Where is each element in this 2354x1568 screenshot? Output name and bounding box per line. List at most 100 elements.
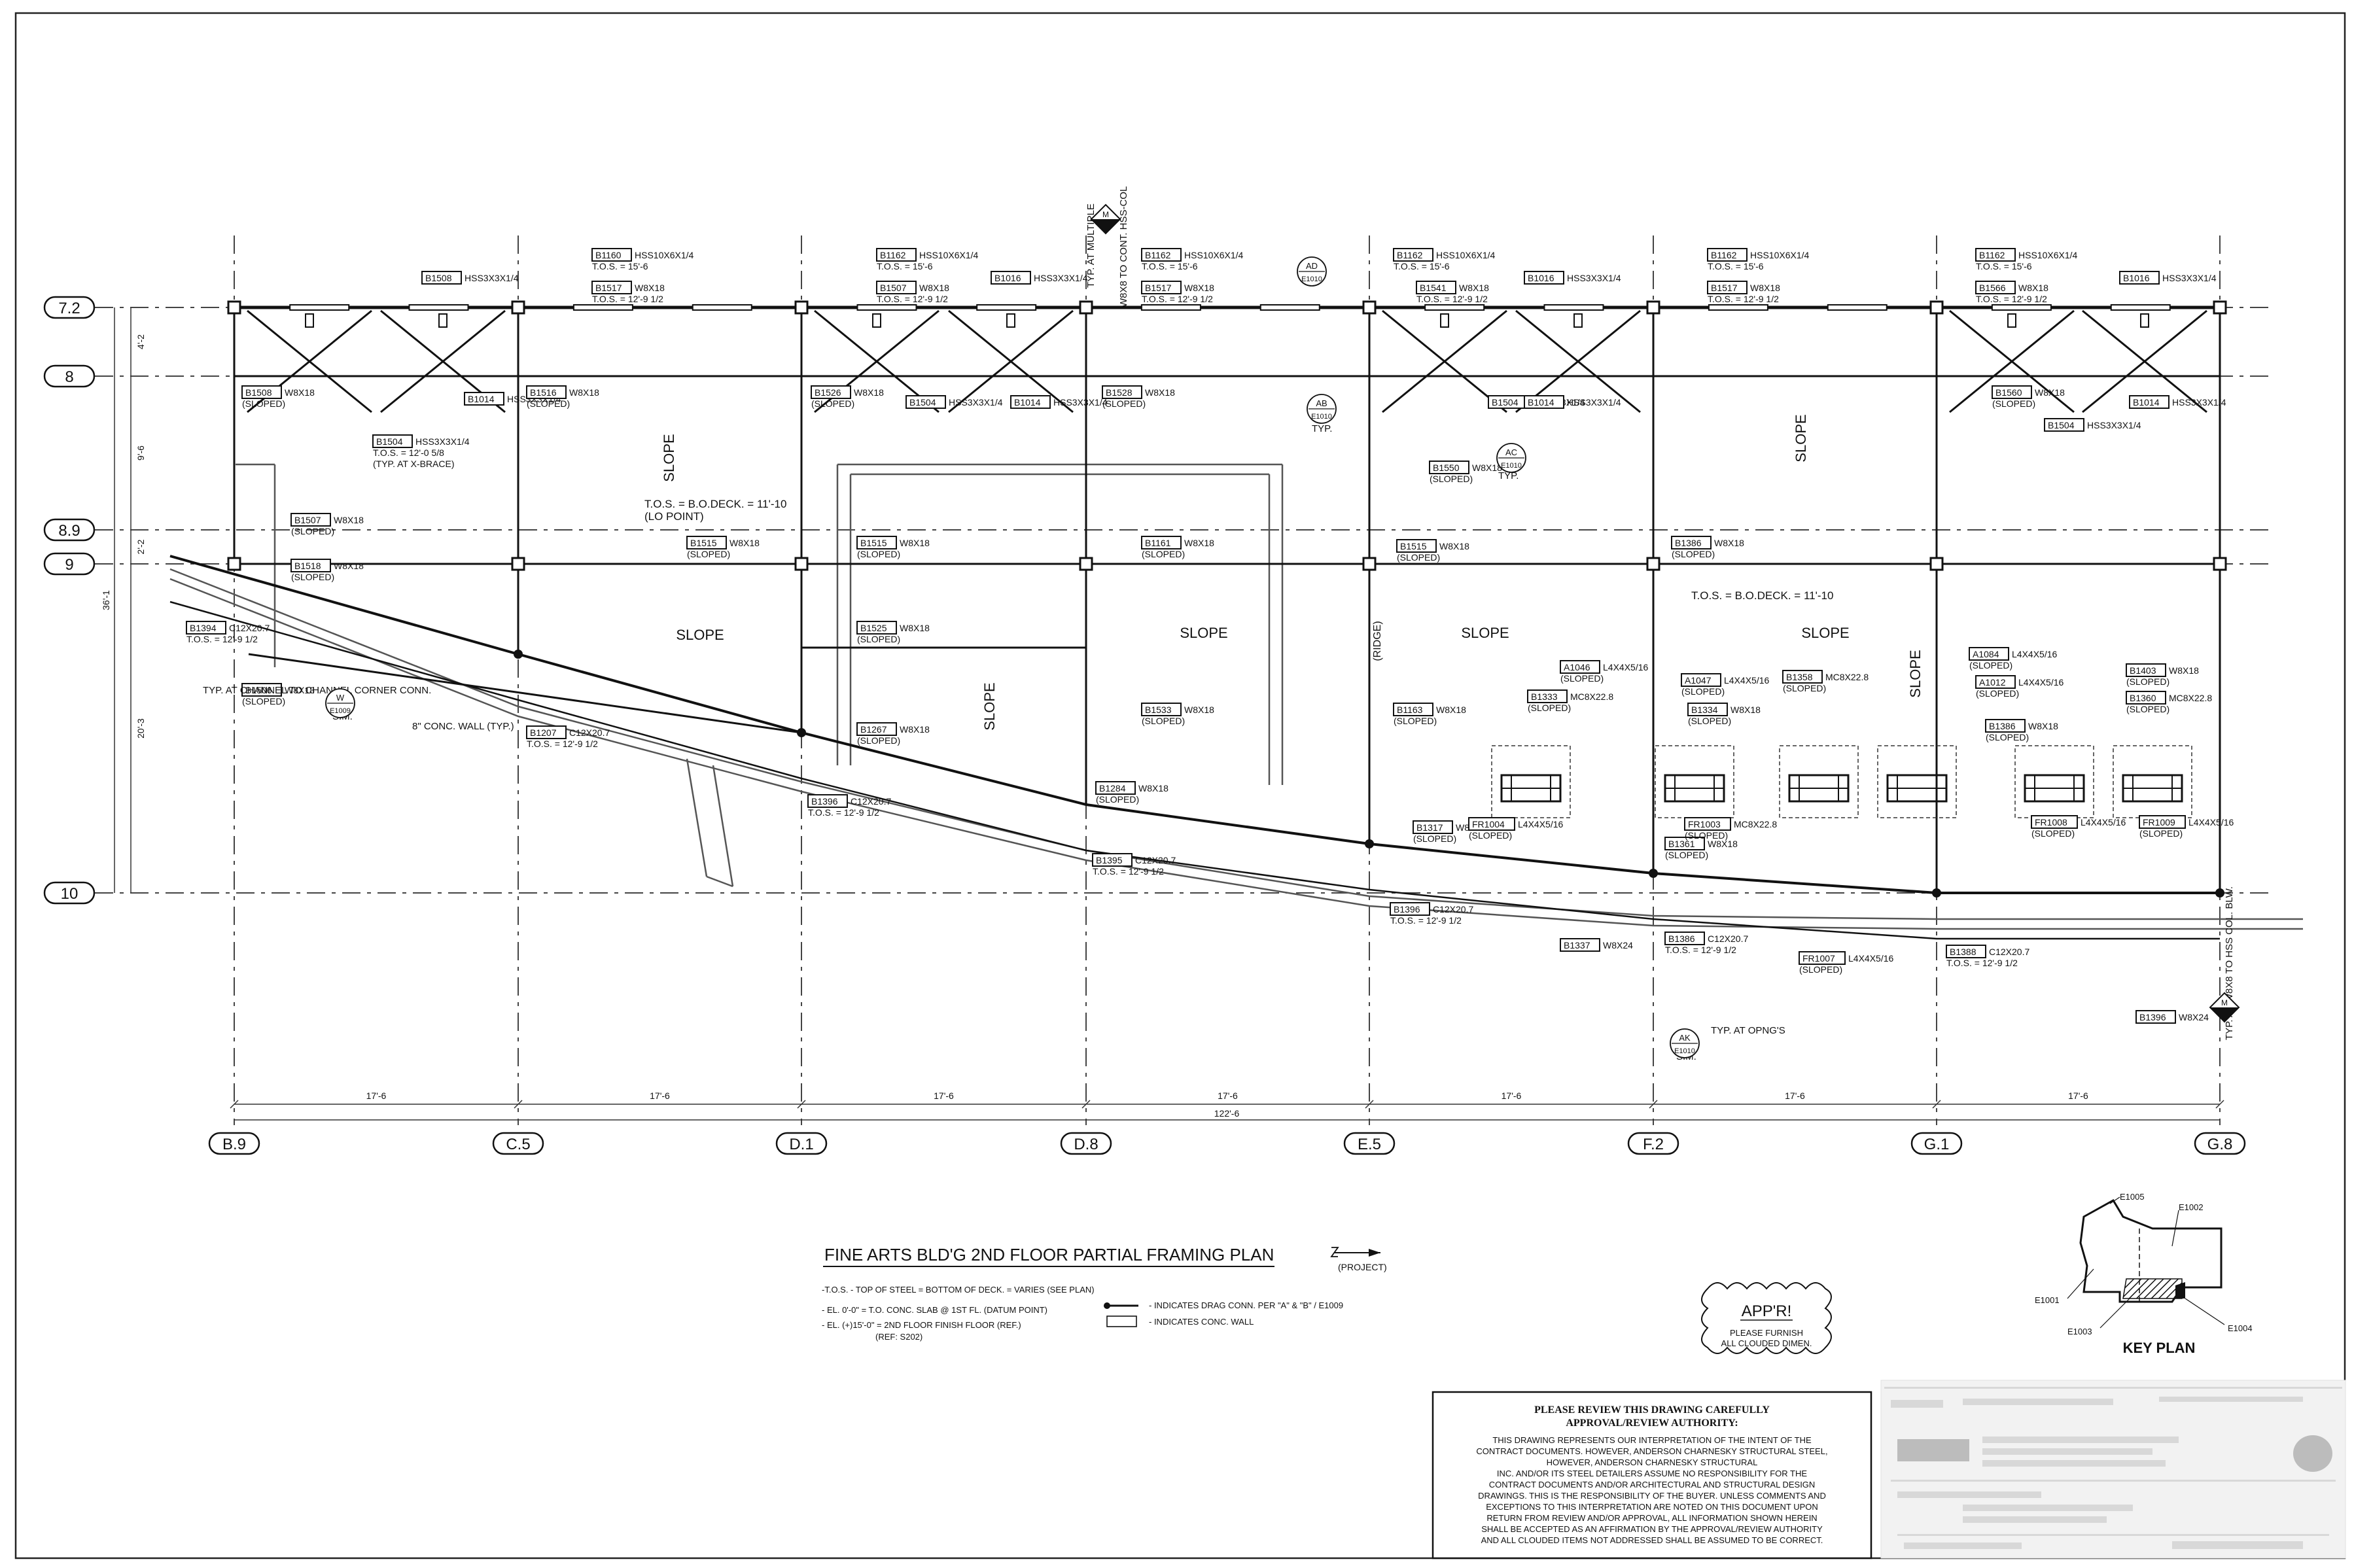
column-marker — [2213, 557, 2227, 571]
grid-bubble-row: 10 — [43, 881, 96, 905]
hss-segment — [1259, 304, 1320, 311]
appr-title: APP'R! — [1742, 1302, 1792, 1320]
member-tag-id: B1358 — [1786, 672, 1813, 682]
hss-segment — [1543, 304, 1604, 311]
grid-bubble-col: B.9 — [208, 1132, 260, 1155]
column-marker — [1362, 557, 1377, 571]
member-tag-id: FR1007 — [1802, 953, 1835, 964]
member-tag-id: B1014 — [2133, 397, 2160, 408]
member-tag-id: B1267 — [860, 724, 887, 735]
member-size: HSS3X3X1/4 — [2087, 420, 2141, 430]
member-tag-id: B1541 — [1420, 283, 1447, 293]
member-size: HSS3X3X1/4 — [1567, 273, 1621, 283]
grid-bubble-row: 7.2 — [43, 296, 96, 319]
member-tag: B1317W8X18(SLOPED) — [1413, 820, 1486, 844]
member-size: HSS3X3X1/4 — [1567, 397, 1621, 408]
overall-dim: 122'-6 — [1214, 1108, 1240, 1119]
member-tag-id: B1014 — [1528, 397, 1555, 408]
framed-opening — [2113, 745, 2192, 818]
member-size: C12X20.7 — [229, 623, 270, 633]
column-marker — [1646, 300, 1660, 315]
member-tag-id: B1016 — [994, 273, 1021, 283]
member-note: (SLOPED) — [2126, 704, 2170, 714]
member-size: W8X18 — [1708, 839, 1738, 849]
slope-label: SLOPE — [661, 434, 677, 481]
member-note: (SLOPED) — [857, 549, 900, 559]
legend-el15: - EL. (+)15'-0" = 2ND FLOOR FINISH FLOOR… — [822, 1320, 1021, 1330]
member-note: (SLOPED) — [1685, 830, 1728, 841]
x-brace — [1382, 309, 1507, 413]
key-plan: E1005 E1002 E1001 E1003 E1004 KEY PLAN — [2035, 1192, 2253, 1356]
legend-ref: (REF: S202) — [875, 1332, 922, 1342]
member-tos: T.O.S. = 15'-6 — [877, 261, 933, 271]
key-label: E1003 — [2067, 1327, 2092, 1336]
review-body-line: CONTRACT DOCUMENTS AND/OR ARCHITECTURAL … — [1489, 1480, 1816, 1490]
member-tag-id: B1014 — [1014, 397, 1041, 408]
drag-conn — [1932, 888, 1941, 897]
grid-col-label: G.8 — [2207, 1136, 2233, 1153]
conc-wall-note: 8" CONC. WALL (TYP.) — [412, 721, 514, 732]
member-tag-id: B1515 — [1400, 541, 1427, 551]
hss-segment — [1140, 304, 1201, 311]
x-brace — [2082, 309, 2207, 413]
legend-el0: - EL. 0'-0" = T.O. CONC. SLAB @ 1ST FL. … — [822, 1305, 1047, 1315]
grid-bubble-col: G.8 — [2194, 1132, 2246, 1155]
member-tos: T.O.S. = 12'-9 1/2 — [592, 294, 663, 304]
member-note: (SLOPED) — [857, 634, 900, 644]
detail-letter: AK — [1679, 1033, 1691, 1043]
member-tag-id: B1504 — [376, 436, 403, 447]
member-size: W8X18 — [1714, 538, 1744, 548]
detail-letter: AC — [1505, 447, 1517, 457]
drag-conn — [1365, 839, 1374, 848]
member-size: W8X18 — [334, 561, 364, 571]
member-tos: T.O.S. = 12'-9 1/2 — [1390, 915, 1462, 926]
grid-row-label: 10 — [61, 885, 79, 903]
member-tag-id: B1528 — [1106, 387, 1133, 398]
member-size: HSS10X6X1/4 — [635, 250, 694, 260]
detail-sheet: E1010 — [1311, 413, 1332, 421]
member-note: (SLOPED) — [242, 398, 285, 409]
member-size: L4X4X5/16 — [1603, 662, 1648, 672]
interior-beam — [248, 653, 802, 734]
member-size: W8X18 — [1439, 541, 1469, 551]
member-size: C12X20.7 — [1433, 904, 1473, 915]
member-size: W8X18 — [1138, 783, 1168, 793]
hss-segment — [408, 304, 469, 311]
slope-label: SLOPE — [1907, 650, 1924, 697]
detail-letter: W — [336, 693, 345, 703]
member-size: HSS10X6X1/4 — [1184, 250, 1243, 260]
deck-lo-note-2: (LO POINT) — [644, 510, 704, 523]
column-marker — [2213, 300, 2227, 315]
member-tag-id: B1163 — [1397, 705, 1423, 715]
member-tag-id: B1504 — [2048, 420, 2075, 430]
member-size: HSS3X3X1/4 — [2162, 273, 2217, 283]
member-size: W8X18 — [2018, 283, 2048, 293]
member-note: (SLOPED) — [291, 572, 334, 582]
member-tag-id: A1046 — [1564, 662, 1590, 672]
slope-label: SLOPE — [676, 627, 724, 643]
member-size: L4X4X5/16 — [2012, 649, 2057, 659]
member-size: W8X18 — [1459, 283, 1489, 293]
member-tag-id: A1084 — [1973, 649, 1999, 659]
deck-lo-note-3: T.O.S. = B.O.DECK. = 11'-10 — [1691, 589, 1833, 602]
member-tag-id: B1507 — [294, 515, 321, 525]
grid-bubble-col: G.1 — [1910, 1132, 1963, 1155]
detail-letter: AD — [1306, 261, 1318, 271]
bay-dim: 17'-6 — [934, 1090, 954, 1101]
member-tag-id: B1518 — [294, 561, 321, 571]
